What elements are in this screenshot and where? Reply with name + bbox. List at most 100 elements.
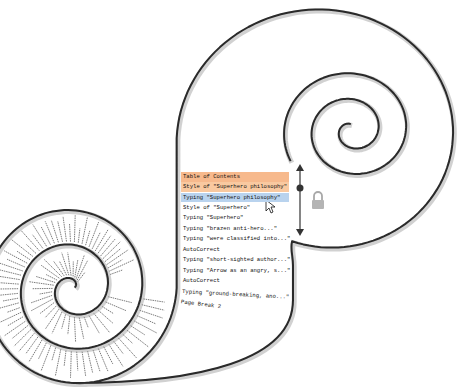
text-mark	[60, 262, 67, 276]
text-mark	[46, 275, 57, 281]
text-mark	[7, 259, 25, 267]
text-mark	[0, 276, 20, 280]
scroll-arrow	[296, 164, 304, 236]
text-mark	[29, 282, 54, 286]
text-mark	[0, 303, 19, 310]
text-mark	[45, 221, 54, 243]
text-mark	[106, 302, 127, 311]
history-item: Style of "Superhero"	[181, 203, 252, 213]
text-mark	[41, 227, 50, 245]
text-mark	[26, 244, 36, 253]
text-mark	[68, 316, 70, 334]
text-mark	[89, 316, 100, 334]
text-mark	[110, 270, 122, 274]
text-mark	[33, 225, 47, 247]
text-mark	[77, 261, 87, 280]
text-mark	[45, 309, 58, 329]
history-item: Typing "Superhero philosophy"	[181, 193, 289, 203]
text-mark	[62, 314, 66, 328]
text-mark	[70, 351, 72, 378]
text-mark	[33, 288, 53, 289]
history-item: Typing "Arrow as an angry, s..."	[181, 266, 292, 276]
text-mark	[12, 240, 33, 257]
text-mark	[137, 316, 156, 324]
text-mark	[40, 303, 54, 314]
text-mark	[4, 251, 27, 264]
text-mark	[82, 352, 86, 377]
text-mark	[3, 298, 18, 301]
text-mark	[114, 341, 124, 354]
text-mark	[98, 236, 111, 254]
text-mark	[74, 317, 75, 342]
history-item: Page Break 2	[178, 297, 223, 312]
text-mark	[108, 260, 122, 268]
text-mark	[82, 217, 87, 244]
text-mark	[73, 262, 74, 277]
text-mark	[52, 312, 62, 333]
text-mark	[62, 253, 69, 276]
text-mark	[0, 293, 18, 296]
text-mark	[79, 317, 84, 338]
text-mark	[76, 256, 84, 279]
text-mark	[88, 351, 93, 372]
spiral-wall	[0, 9, 453, 383]
text-mark	[84, 317, 88, 328]
text-mark	[95, 229, 108, 251]
text-mark	[123, 334, 133, 343]
spiral-wall	[284, 73, 406, 174]
text-mark	[140, 310, 163, 318]
history-item: Style of "Superhero philosophy"	[181, 182, 289, 192]
text-mark	[0, 263, 23, 271]
text-mark	[105, 249, 120, 262]
text-mark	[86, 231, 90, 245]
text-mark	[118, 338, 136, 358]
text-mark	[12, 326, 28, 339]
text-mark	[134, 321, 157, 333]
text-mark	[54, 261, 64, 275]
text-mark	[75, 259, 78, 277]
text-mark	[0, 282, 19, 284]
text-mark	[52, 348, 56, 361]
history-item: AutoCorrect	[181, 276, 222, 286]
history-item: Typing "short-sighted author..."	[181, 255, 292, 265]
text-mark	[26, 337, 38, 354]
text-mark	[39, 343, 47, 359]
history-item: Typing "brazen anti-hero..."	[181, 224, 279, 234]
text-mark	[64, 351, 66, 366]
text-mark	[55, 349, 60, 376]
text-mark	[143, 299, 164, 302]
text-mark	[74, 215, 76, 242]
text-mark	[109, 344, 123, 366]
text-mark	[7, 308, 20, 313]
history-item: Typing "Superhero"	[181, 213, 245, 223]
text-mark	[93, 350, 100, 372]
text-mark	[19, 333, 34, 351]
text-mark	[31, 299, 53, 311]
text-mark	[0, 270, 21, 275]
wall-shadow	[0, 11, 454, 385]
text-mark	[58, 221, 63, 242]
text-mark	[41, 345, 51, 370]
text-mark	[40, 292, 53, 294]
lock-icon	[312, 192, 324, 209]
text-mark	[78, 228, 80, 242]
text-mark	[142, 305, 165, 311]
history-item: AutoCorrect	[181, 245, 222, 255]
text-mark	[63, 216, 67, 241]
text-mark	[101, 239, 116, 256]
text-mark	[4, 321, 25, 336]
text-mark	[29, 340, 42, 362]
text-mark	[131, 326, 145, 335]
text-mark	[31, 295, 52, 302]
history-item: Typing "were classified into..."	[181, 234, 292, 244]
text-mark	[36, 276, 55, 282]
text-mark	[127, 330, 148, 347]
text-mark	[94, 313, 110, 332]
text-mark	[104, 347, 113, 364]
text-mark	[89, 222, 99, 247]
text-mark	[0, 312, 21, 323]
history-item: Table of Contents	[181, 172, 289, 182]
text-mark	[108, 297, 132, 303]
text-mark	[77, 352, 78, 371]
